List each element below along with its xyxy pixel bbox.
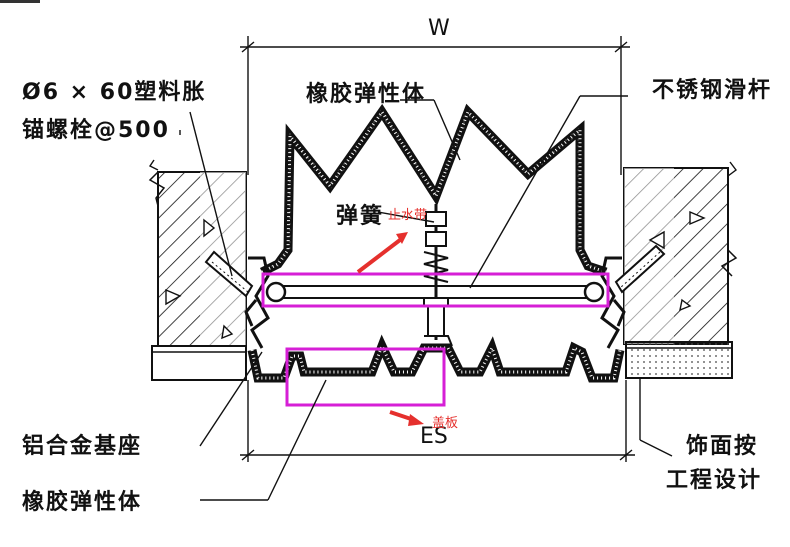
red-arrow-cover: [389, 410, 424, 426]
dimension-es: [240, 380, 635, 462]
rubber-top-label: 橡胶弹性体: [306, 82, 427, 107]
left-concrete-wall: [148, 171, 247, 349]
cover-plate-annotation: 盖板: [432, 416, 459, 431]
anchor-bolt-left: [204, 250, 254, 298]
finish-label-line1: 饰面按: [686, 434, 759, 459]
bolt-label-line2: 锚螺栓@500: [22, 118, 170, 143]
lower-rubber-body: [247, 334, 625, 383]
finish-label-line2: 工程设计: [666, 468, 763, 493]
bolt-label-line1: Ø6 × 60塑料胀: [22, 80, 207, 105]
dimension-w-label: W: [428, 16, 450, 41]
spring-label: 弹簧: [336, 204, 385, 229]
break-marks: [148, 159, 737, 177]
steel-rod-label: 不锈钢滑杆: [652, 78, 773, 103]
anchor-bolt-right: [614, 244, 666, 294]
dimension-es-label: ES: [420, 424, 448, 449]
cover-highlight-box: [285, 347, 446, 407]
aluminum-base-label: 铝合金基座: [22, 434, 143, 459]
aluminum-base-right: [600, 256, 626, 349]
waterstop-highlight-box: [261, 272, 610, 308]
dimension-w: [240, 36, 630, 175]
waterstop-annotation: 止水带: [388, 208, 428, 223]
rubber-bottom-label: 橡胶弹性体: [22, 490, 143, 515]
spring-assembly: [423, 204, 453, 347]
red-arrow-waterstop: [356, 232, 408, 274]
finish-layers: [151, 341, 733, 381]
right-concrete-wall: [623, 167, 738, 345]
upper-rubber-body: [259, 103, 608, 277]
aluminum-base-left: [244, 256, 270, 349]
leader-lines: [179, 95, 673, 501]
corner-fragment: [0, 0, 40, 3]
